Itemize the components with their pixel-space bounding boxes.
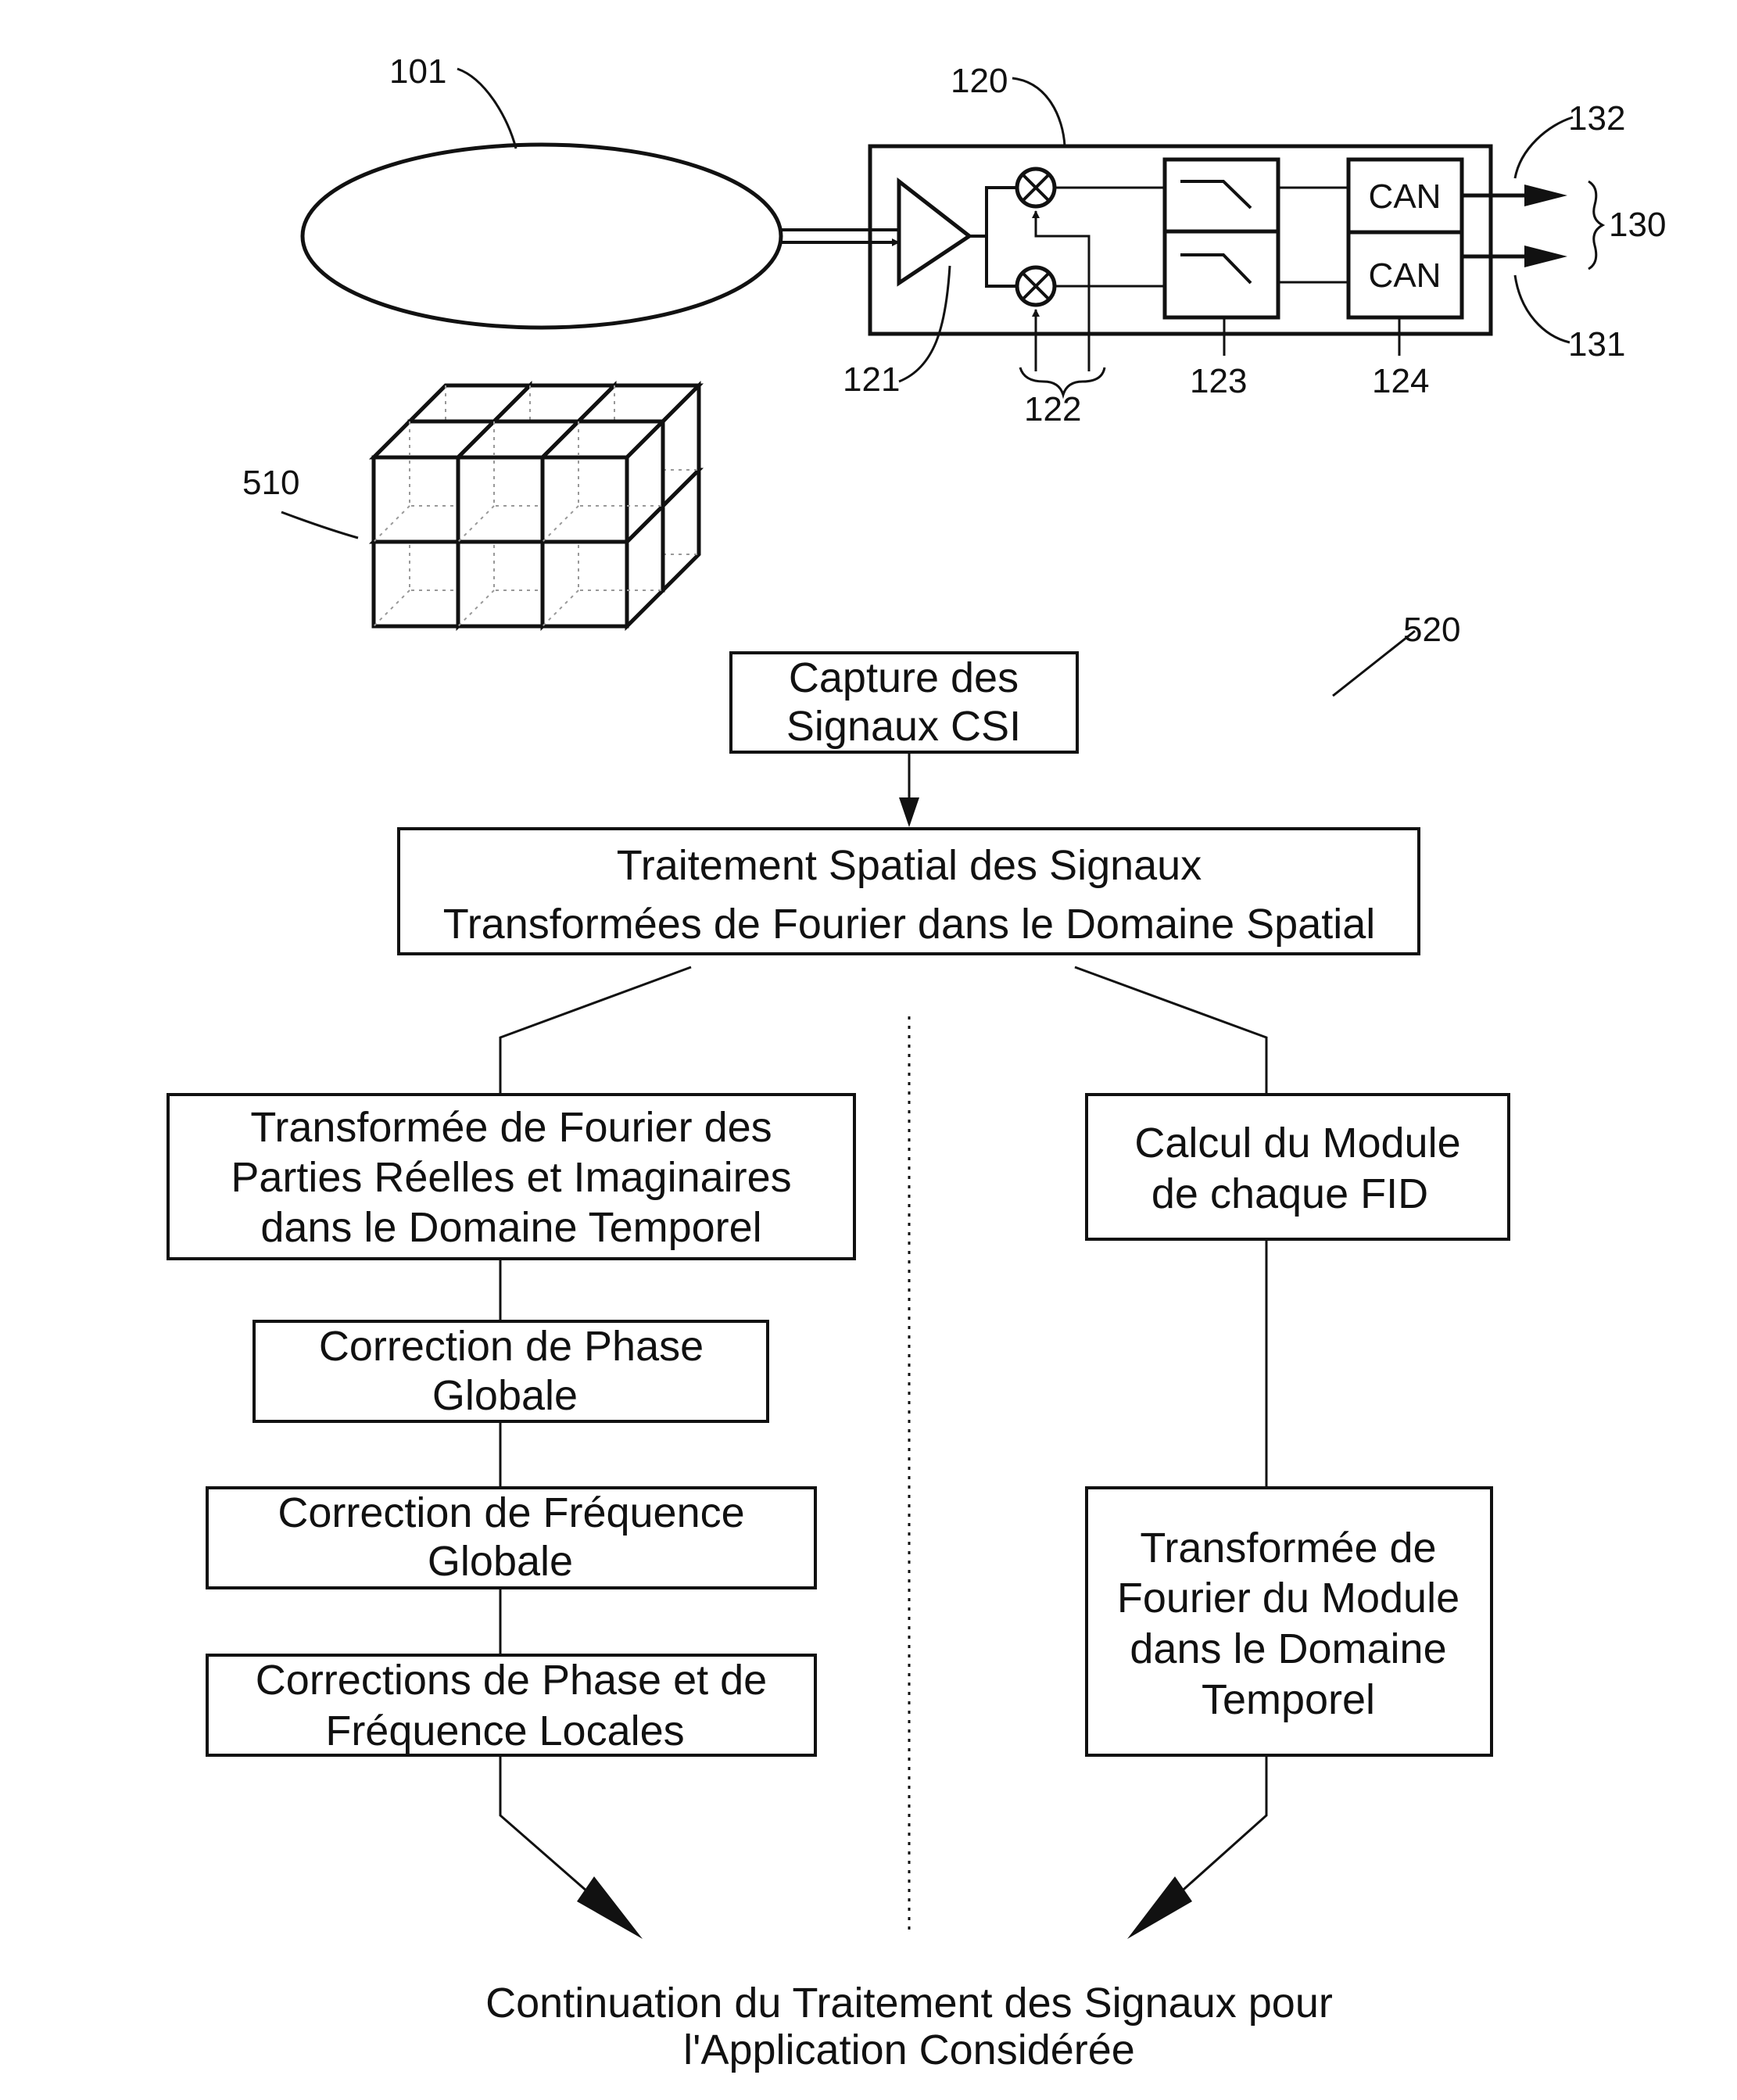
branch-right [1075, 967, 1266, 1095]
receive-coil [303, 145, 781, 328]
mixer-bottom [1017, 267, 1055, 305]
flowchart-leader [1333, 631, 1415, 696]
module-line-2: de chaque FID [1151, 1170, 1428, 1217]
voxel-leader [281, 512, 358, 538]
local-line-1: Corrections de Phase et de [256, 1657, 767, 1704]
continuation-line-2: l'Application Considérée [683, 2027, 1135, 2073]
filter-top [1165, 159, 1278, 231]
module-line-1: Calcul du Module [1134, 1120, 1460, 1166]
frequency-line-2: Globale [428, 1538, 573, 1585]
amplifier-triangle [899, 181, 969, 283]
phase-line-2: Globale [432, 1372, 578, 1419]
voxel-grid: 510 [242, 385, 699, 626]
ref-130: 130 [1609, 206, 1666, 244]
left-arrowhead [577, 1876, 643, 1939]
mixer-top [1017, 169, 1055, 206]
hardware-diagram: 101 120 121 122 [303, 52, 1666, 428]
flowchart: 520 Capture des Signaux CSI Traitement S… [168, 611, 1509, 2073]
left-fourier-line-1: Transformée de Fourier des [250, 1104, 772, 1151]
filter-bottom [1165, 231, 1278, 317]
continuation-line-1: Continuation du Traitement des Signaux p… [485, 1980, 1333, 2027]
branch-left [500, 967, 691, 1095]
ref-131: 131 [1568, 325, 1625, 364]
ref-132: 132 [1568, 99, 1625, 138]
voxel-front-5 [543, 421, 663, 542]
output-i-arrowhead [1524, 245, 1567, 267]
output-q-leader [1515, 117, 1573, 178]
module-box [1087, 1095, 1509, 1239]
fourier-module-line-1: Transformée de [1140, 1525, 1436, 1571]
ref-120: 120 [951, 62, 1008, 100]
coil-leader [457, 69, 516, 149]
left-fourier-line-3: dans le Domaine Temporel [260, 1204, 761, 1251]
left-fourier-line-2: Parties Réelles et Imaginaires [231, 1154, 791, 1201]
spatial-line-2: Transformées de Fourier dans le Domaine … [443, 901, 1376, 948]
ref-124: 124 [1372, 362, 1429, 400]
adc-bottom-label: CAN [1369, 256, 1442, 295]
amp-leader [899, 266, 950, 382]
ref-121: 121 [843, 360, 900, 399]
ref-101: 101 [389, 52, 446, 91]
fourier-module-line-3: dans le Domaine [1130, 1625, 1446, 1672]
phase-line-1: Correction de Phase [319, 1323, 704, 1370]
spatial-line-1: Traitement Spatial des Signaux [617, 842, 1202, 889]
receiver-leader [1012, 78, 1065, 146]
frequency-line-1: Correction de Fréquence [278, 1489, 744, 1536]
fourier-module-line-2: Fourier du Module [1117, 1575, 1459, 1622]
ref-520: 520 [1403, 611, 1460, 649]
amp-to-mixers-wire [969, 188, 1019, 236]
fourier-module-line-4: Temporel [1202, 1676, 1375, 1723]
ref-510: 510 [242, 464, 299, 502]
capture-line-2: Signaux CSI [786, 703, 1021, 750]
right-arrowhead [1127, 1876, 1192, 1939]
amp-to-mixer2-wire [987, 236, 1019, 286]
adc-top-label: CAN [1369, 177, 1442, 216]
voxel-cubes [374, 385, 699, 626]
ref-123: 123 [1190, 362, 1247, 400]
capture-line-1: Capture des [789, 654, 1019, 701]
output-q-arrowhead [1524, 185, 1567, 206]
local-line-2: Fréquence Locales [325, 1708, 684, 1754]
outputs-brace [1588, 181, 1603, 269]
output-i-leader [1515, 275, 1570, 342]
ref-122: 122 [1024, 390, 1081, 428]
capture-arrowhead [899, 797, 919, 827]
